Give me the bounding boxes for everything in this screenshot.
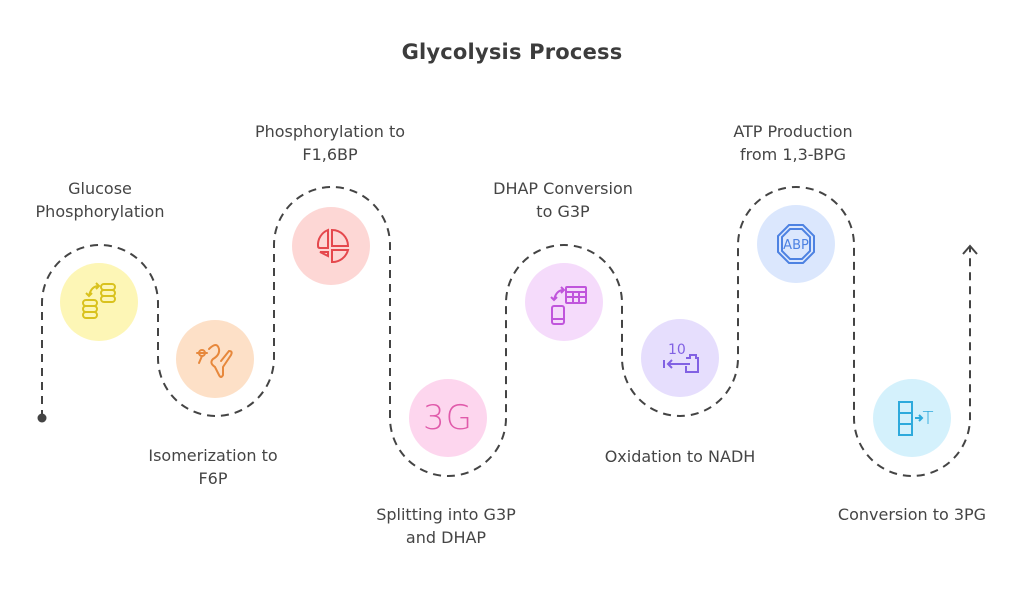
- start-dot: [37, 413, 47, 423]
- number-transfer-icon: 10: [663, 342, 699, 373]
- svg-text:10: 10: [668, 342, 686, 358]
- database-exchange-icon: [82, 282, 116, 319]
- dashed-flow-line: [41, 186, 971, 477]
- step-label-8: Conversion to 3PG: [837, 505, 987, 524]
- step-circle-2: [176, 320, 254, 398]
- step-circle-7: ABP: [757, 205, 835, 283]
- step-label-6: Oxidation to NADH: [604, 447, 756, 466]
- step-circle-3: [292, 207, 370, 285]
- abp-octagon-icon: ABP: [777, 224, 815, 264]
- molecule-rearrange-icon: [196, 344, 233, 378]
- svg-text:T: T: [923, 408, 934, 429]
- step-circle-8: T: [873, 379, 951, 457]
- step-circle-5: [525, 263, 603, 341]
- pie-split-icon: [316, 228, 350, 264]
- diagram-title: Glycolysis Process: [401, 40, 623, 64]
- step-circle-6: 10: [641, 319, 719, 397]
- 3g-text-icon: 3G: [423, 398, 473, 438]
- end-arrow-icon: [962, 244, 978, 255]
- table-transfer-icon: [550, 286, 587, 325]
- step-circle-1: [60, 263, 138, 341]
- step-circle-4: 3G: [409, 379, 487, 457]
- column-to-text-icon: T: [898, 401, 934, 436]
- svg-text:ABP: ABP: [783, 238, 809, 253]
